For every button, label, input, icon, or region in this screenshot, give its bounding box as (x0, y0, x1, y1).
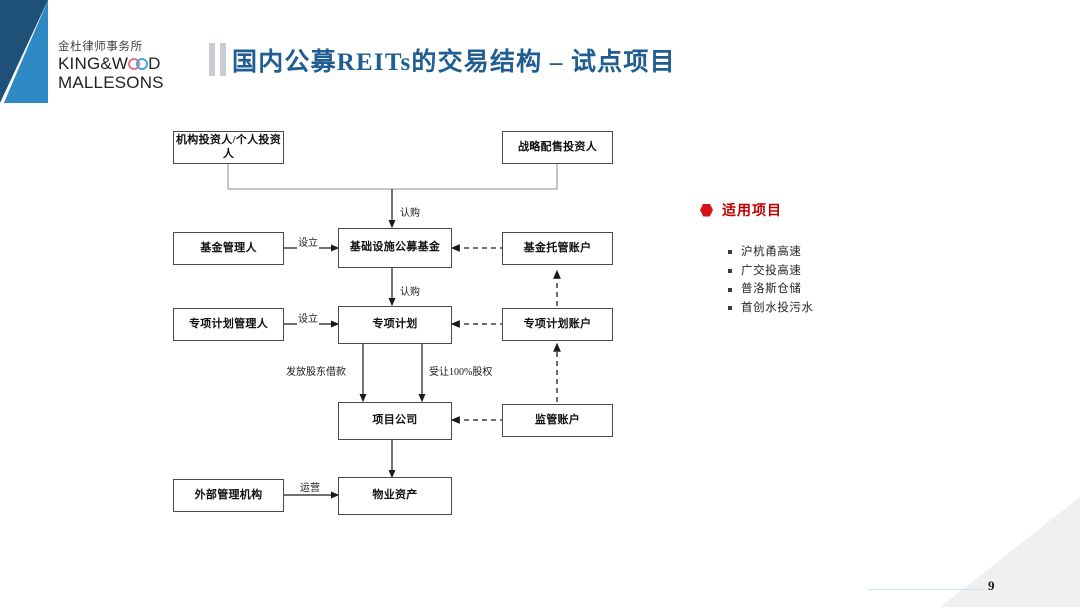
panel-heading: 适用项目 (700, 200, 782, 220)
square-bullet-icon (728, 306, 732, 311)
page-number: 9 (988, 578, 995, 593)
node-fund-custody-account[interactable]: 基金托管账户 (502, 232, 613, 265)
hexagon-bullet-icon (700, 203, 713, 217)
edge-label-subscribe-top: 认购 (399, 204, 421, 219)
node-project-company[interactable]: 项目公司 (338, 402, 452, 440)
logo-english-line1: KING&W D (58, 54, 170, 73)
edge-label-operate: 运营 (299, 479, 321, 494)
page-title: 国内公募REITs的交易结构 – 试点项目 (232, 49, 676, 76)
node-abs-plan[interactable]: 专项计划 (338, 306, 452, 344)
edge-label-establish-fund: 设立 (297, 234, 319, 249)
logo-english-line2: MALLESONS (58, 73, 164, 93)
square-bullet-icon (728, 250, 732, 255)
corner-decoration (0, 0, 48, 103)
list-item: 沪杭甬高速 (728, 243, 814, 262)
node-property-assets[interactable]: 物业资产 (338, 477, 452, 515)
logo-d-text: D (148, 54, 161, 74)
node-abs-plan-manager[interactable]: 专项计划管理人 (173, 308, 284, 341)
kwm-logo: 金杜律师事务所 KING&W D MALLESONS (58, 41, 170, 92)
list-item: 普洛斯仓储 (728, 280, 814, 299)
title-bar-2 (220, 43, 226, 76)
edge-label-shareholder-loan: 发放股东借款 (285, 363, 347, 378)
square-bullet-icon (728, 268, 732, 273)
logo-chinese-name: 金杜律师事务所 (58, 41, 143, 53)
node-public-reit-fund[interactable]: 基础设施公募基金 (338, 228, 452, 268)
edge-label-acquire-equity: 受让100%股权 (428, 363, 494, 378)
list-item: 首创水投污水 (728, 299, 814, 318)
logo-kingwood-text: KING&W (58, 54, 129, 74)
ring-blue-icon (136, 58, 149, 71)
list-item: 广交投高速 (728, 262, 814, 281)
node-strategic-investors[interactable]: 战略配售投资人 (502, 131, 613, 164)
node-supervision-account[interactable]: 监管账户 (502, 404, 613, 437)
square-bullet-icon (728, 287, 732, 292)
applicable-projects-list: 沪杭甬高速 广交投高速 普洛斯仓储 首创水投污水 (728, 243, 814, 318)
logo-oo-rings (128, 54, 149, 73)
list-item-label: 普洛斯仓储 (741, 283, 802, 296)
title-accent-bars (209, 43, 226, 76)
corner-triangle-dark (0, 0, 48, 103)
node-fund-manager[interactable]: 基金管理人 (173, 232, 284, 265)
list-item-label: 首创水投污水 (741, 301, 814, 314)
list-item-label: 广交投高速 (741, 264, 802, 277)
node-external-manager[interactable]: 外部管理机构 (173, 479, 284, 512)
edge-label-establish-plan: 设立 (297, 310, 319, 325)
page-number-rule (868, 589, 984, 590)
edge-label-subscribe-mid: 认购 (399, 283, 421, 298)
title-bar-1 (209, 43, 215, 76)
panel-heading-text: 适用项目 (722, 204, 782, 219)
node-institutional-investors[interactable]: 机构投资人/个人投资人 (173, 131, 284, 164)
list-item-label: 沪杭甬高速 (741, 246, 802, 258)
node-abs-plan-account[interactable]: 专项计划账户 (502, 308, 613, 341)
